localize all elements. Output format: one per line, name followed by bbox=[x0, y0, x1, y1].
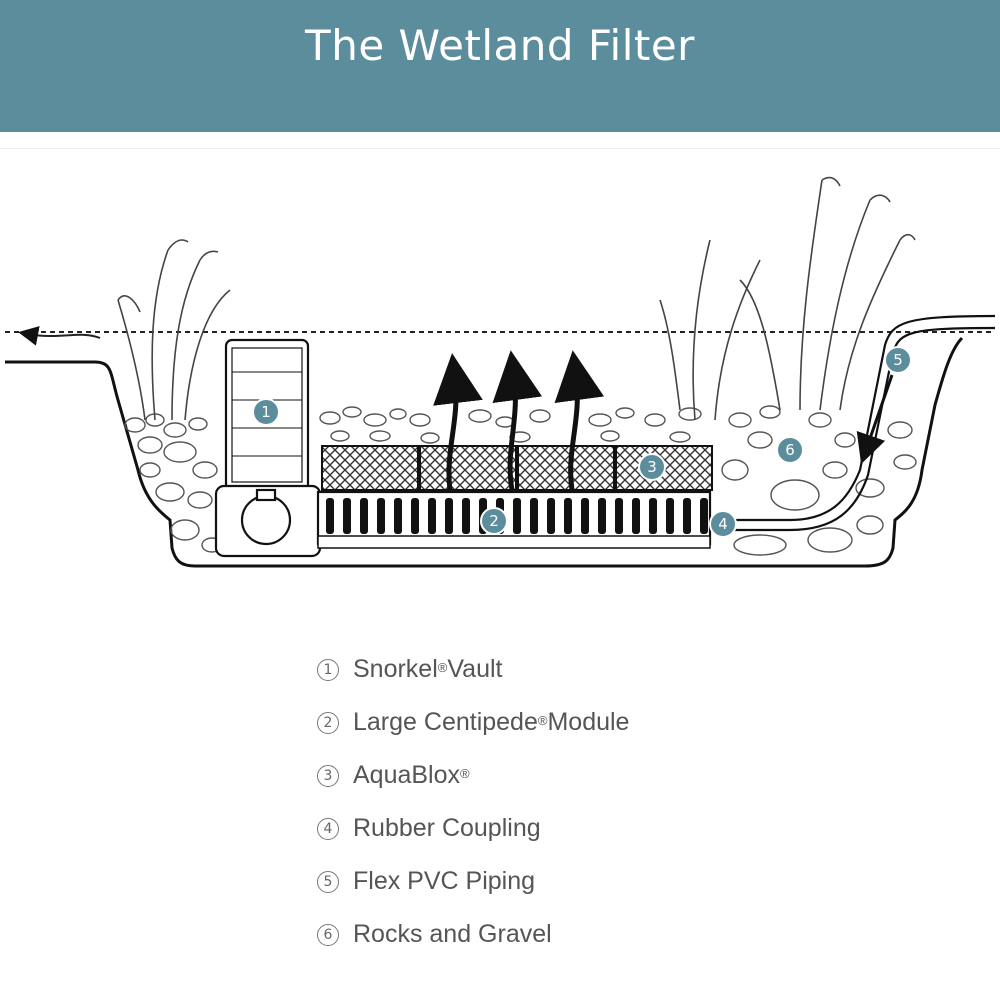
svg-text:1: 1 bbox=[261, 403, 271, 421]
legend-number: 1 bbox=[317, 658, 339, 681]
plants-left bbox=[117, 239, 231, 421]
centipede-rib bbox=[700, 498, 708, 534]
legend-item: 6 Rocks and Gravel bbox=[317, 908, 629, 961]
centipede-rib bbox=[598, 498, 606, 534]
centipede-rib bbox=[377, 498, 385, 534]
registered-mark: ® bbox=[537, 713, 548, 728]
registered-mark: ® bbox=[460, 766, 470, 781]
legend-label: Large Centipede bbox=[353, 708, 538, 736]
snorkel-vault bbox=[214, 338, 322, 558]
legend-label: Flex PVC Piping bbox=[353, 867, 536, 895]
centipede-rib bbox=[683, 498, 691, 534]
marker-3: 3 bbox=[638, 453, 666, 481]
legend-item: 4 Rubber Coupling bbox=[317, 802, 629, 855]
centipede-rib bbox=[394, 498, 402, 534]
svg-text:5: 5 bbox=[893, 351, 903, 369]
svg-text:3: 3 bbox=[647, 458, 657, 476]
centipede-rib bbox=[513, 498, 521, 534]
header-banner: The Wetland Filter bbox=[0, 0, 1000, 132]
centipede-rib bbox=[326, 498, 334, 534]
centipede-rib bbox=[530, 498, 538, 534]
legend-number: 5 bbox=[317, 870, 339, 893]
legend-label: AquaBlox bbox=[353, 761, 461, 789]
legend-item: 1 Snorkel® Vault bbox=[317, 643, 629, 696]
legend-label: Rocks and Gravel bbox=[353, 920, 552, 948]
header-divider bbox=[0, 148, 1000, 149]
legend-list: 1 Snorkel® Vault 2 Large Centipede® Modu… bbox=[317, 643, 629, 961]
legend-item: 3 AquaBlox® bbox=[317, 749, 629, 802]
svg-text:4: 4 bbox=[718, 515, 728, 533]
legend-label: Snorkel bbox=[353, 655, 438, 683]
centipede-rib bbox=[547, 498, 555, 534]
svg-text:6: 6 bbox=[785, 441, 795, 459]
plants-right bbox=[659, 176, 916, 421]
pipe-flow-arrow bbox=[856, 374, 894, 465]
centipede-rib bbox=[411, 498, 419, 534]
centipede-rib bbox=[632, 498, 640, 534]
centipede-rib bbox=[649, 498, 657, 534]
legend-number: 4 bbox=[317, 817, 339, 840]
aquablox bbox=[321, 445, 713, 491]
marker-2: 2 bbox=[480, 507, 508, 535]
legend-number: 3 bbox=[317, 764, 339, 787]
centipede-rib bbox=[360, 498, 368, 534]
gravel-right bbox=[721, 405, 917, 556]
centipede-module bbox=[316, 490, 712, 549]
centipede-rib bbox=[564, 498, 572, 534]
legend-item: 2 Large Centipede® Module bbox=[317, 696, 629, 749]
upflow-arrows bbox=[433, 350, 605, 491]
page-title: The Wetland Filter bbox=[305, 21, 695, 71]
gravel-left bbox=[124, 413, 223, 553]
legend-item: 5 Flex PVC Piping bbox=[317, 855, 629, 908]
legend-label-suffix: Vault bbox=[447, 655, 503, 683]
basin-outline bbox=[5, 336, 964, 568]
legend-label: Rubber Coupling bbox=[353, 814, 541, 842]
centipede-rib bbox=[343, 498, 351, 534]
centipede-rib bbox=[445, 498, 453, 534]
svg-text:2: 2 bbox=[489, 512, 499, 530]
centipede-rib bbox=[428, 498, 436, 534]
registered-mark: ® bbox=[437, 660, 448, 675]
marker-1: 1 bbox=[252, 398, 280, 426]
marker-4: 4 bbox=[709, 510, 737, 538]
outflow-arrow bbox=[18, 326, 101, 346]
legend-number: 2 bbox=[317, 711, 339, 734]
centipede-rib bbox=[615, 498, 623, 534]
wetland-filter-diagram: 1 2 3 4 5 6 bbox=[5, 176, 996, 568]
legend-number: 6 bbox=[317, 923, 339, 946]
flex-pvc-pipe-inner bbox=[715, 326, 996, 532]
centipede-rib bbox=[581, 498, 589, 534]
centipede-rib bbox=[462, 498, 470, 534]
marker-6: 6 bbox=[776, 436, 804, 464]
flex-pvc-pipe bbox=[715, 314, 996, 522]
centipede-rib bbox=[666, 498, 674, 534]
legend-label-suffix: Module bbox=[547, 708, 630, 736]
marker-5: 5 bbox=[884, 346, 912, 374]
